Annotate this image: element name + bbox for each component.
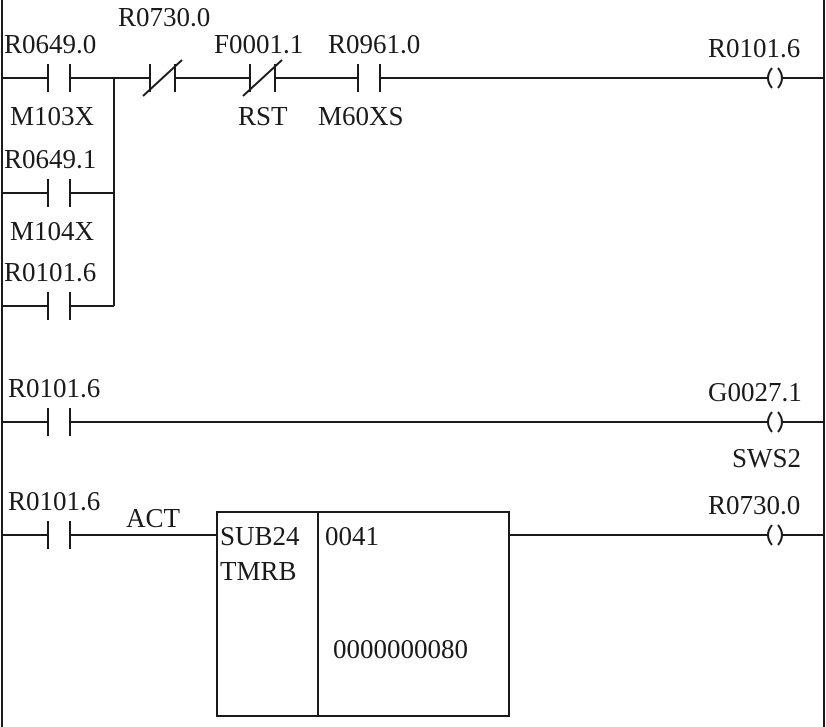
coil-g0027-1 (767, 411, 783, 433)
label-coil-g0027-1: G0027.1 (708, 377, 802, 407)
label-f0001-1: F0001.1 (214, 29, 303, 59)
branch-r0101-6 (2, 292, 114, 320)
contact-r0101-6-rung2 (47, 408, 71, 436)
rung-2: R0101.6 G0027.1 SWS2 (2, 373, 824, 473)
label-m104x: M104X (10, 216, 95, 246)
function-block-tmrb (216, 511, 510, 717)
label-r0649-0: R0649.0 (4, 29, 96, 59)
contact-f0001-1-nc (242, 59, 283, 97)
contact-r0101-6-rung3 (47, 521, 71, 549)
label-r0730-0: R0730.0 (118, 2, 210, 32)
label-r0961-0: R0961.0 (328, 29, 420, 59)
label-param-0041: 0041 (325, 521, 379, 551)
label-tmrb: TMRB (220, 556, 297, 586)
label-rung2-contact: R0101.6 (8, 373, 100, 403)
label-rst: RST (238, 101, 288, 131)
coil-r0730-0 (767, 524, 783, 546)
contact-r0961-0 (357, 64, 381, 92)
branch-r0649-1 (2, 179, 114, 207)
label-branch-r0101-6: R0101.6 (4, 257, 96, 287)
rung-1: R0649.0 M103X R0730.0 F0001.1 RST R0961.… (2, 2, 824, 320)
label-act: ACT (126, 503, 181, 533)
coil-r0101-6 (767, 67, 783, 89)
label-param-preset: 0000000080 (333, 634, 468, 664)
label-coil-r0101-6: R0101.6 (708, 33, 800, 63)
label-coil-r0730-0: R0730.0 (708, 490, 800, 520)
label-m103x: M103X (10, 101, 95, 131)
label-m60xs: M60XS (318, 101, 404, 131)
label-r0649-1: R0649.1 (4, 144, 96, 174)
rung-3: R0101.6 ACT SUB24 TMRB 0041 0000000080 R… (2, 486, 824, 717)
label-sws2: SWS2 (732, 443, 801, 473)
contact-r0730-0-nc (142, 59, 183, 97)
label-sub24: SUB24 (220, 521, 300, 551)
label-rung3-contact: R0101.6 (8, 486, 100, 516)
contact-r0649-0 (47, 64, 71, 92)
